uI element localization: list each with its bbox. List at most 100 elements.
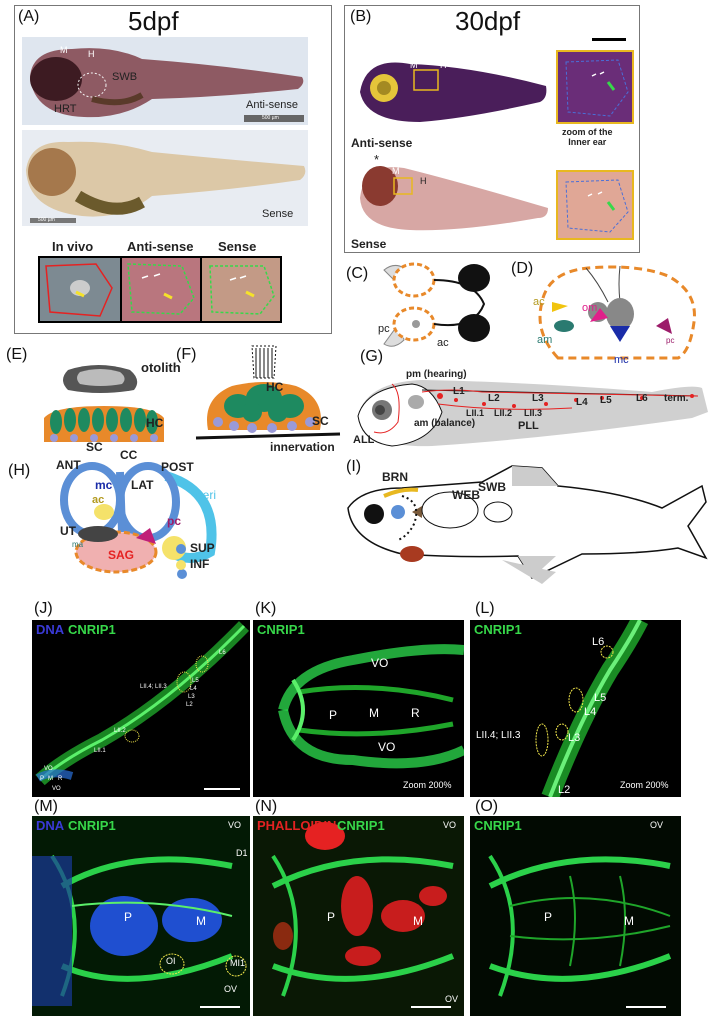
e-otolith-label: otolith <box>141 360 181 375</box>
h-cc: CC <box>120 448 138 462</box>
j-r: R <box>58 776 63 782</box>
n-stain-cnrip1: CNRIP1 <box>337 818 385 833</box>
o-m: M <box>624 914 634 928</box>
h-inf-swatch <box>176 560 186 570</box>
m-p: P <box>124 910 133 924</box>
j-scale-bar <box>204 788 240 790</box>
g-l3: L3 <box>532 393 544 404</box>
strip-sense-label: Sense <box>218 239 257 254</box>
g-all-label: ALL <box>353 434 375 446</box>
j-lii43: LII.4; LII.3 <box>140 684 167 690</box>
i-brn-label: BRN <box>382 470 408 484</box>
scale-bar-bottom-text: 500 µm <box>38 217 55 223</box>
panel-e-label: (E) <box>6 346 28 363</box>
fish-30dpf-sense-image: * M H <box>350 152 550 242</box>
m-stain-cnrip1: CNRIP1 <box>68 818 116 833</box>
m-scale-bar <box>200 1006 240 1008</box>
c-ac-label: ac <box>437 337 449 349</box>
n-ov: OV <box>445 994 459 1004</box>
k-m: M <box>369 706 379 720</box>
j-stain-cnrip1: CNRIP1 <box>68 622 116 637</box>
d-pc-label: pc <box>666 336 675 345</box>
h-pc: pc <box>167 514 182 528</box>
b-h-bottom: H <box>420 176 427 186</box>
l-l4: L4 <box>584 706 597 718</box>
strip-antisense-image <box>122 258 200 321</box>
panel-j-image: DNA CNRIP1 L6 L5 L4 L3 L2 LII.4; LII.3 L… <box>32 620 250 797</box>
j-m: M <box>48 776 53 782</box>
panel-d-label: (D) <box>511 260 534 277</box>
k-stain: CNRIP1 <box>257 622 305 637</box>
panel-i-diagram <box>347 465 708 584</box>
g-l5: L5 <box>600 395 612 406</box>
panel-h-label: (H) <box>8 462 31 479</box>
antisense-label: Anti-sense <box>246 99 298 111</box>
strip-antisense-label: Anti-sense <box>127 239 194 254</box>
panel-f-diagram <box>195 345 341 440</box>
j-vo1: VO <box>44 766 53 772</box>
k-zoom: Zoom 200% <box>403 780 452 790</box>
panel-b-label: (B) <box>350 8 372 25</box>
o-scale-bar <box>626 1006 666 1008</box>
c-pc-label: pc <box>378 323 390 335</box>
o-stain: CNRIP1 <box>474 818 522 833</box>
d-om-label: om <box>582 302 598 314</box>
zoom-caption: zoom of the Inner ear <box>562 127 613 147</box>
m-d1: D1 <box>236 848 248 858</box>
scale-bar-top-text: 500 µm <box>262 115 279 121</box>
scale-bar-top <box>244 115 304 122</box>
k-r: R <box>411 706 420 720</box>
panel-l-label: (L) <box>475 600 495 617</box>
o-p: P <box>544 910 553 924</box>
l-lii: LII.4; LII.3 <box>476 730 521 741</box>
zoom-inner-ear-sense <box>556 170 634 240</box>
l-stain: CNRIP1 <box>474 622 522 637</box>
panel-a-title: 5dpf <box>128 6 179 36</box>
fish-5dpf-antisense-image: M H HRT SWB Anti-sense 500 µm <box>22 37 308 125</box>
j-l4: L4 <box>190 686 197 692</box>
k-vo-top: VO <box>371 656 389 670</box>
panel-d-diagram <box>538 265 696 360</box>
n-p: P <box>327 910 336 924</box>
o-ov: OV <box>650 820 664 830</box>
g-pll-label: PLL <box>518 420 539 432</box>
panel-h-diagram <box>60 462 217 579</box>
panel-b-title: 30dpf <box>455 6 521 36</box>
panel-a-label: (A) <box>18 8 40 25</box>
j-l5: L5 <box>192 678 199 684</box>
h-ac: ac <box>92 494 105 506</box>
d-mc-label: mc <box>614 354 629 366</box>
n-m: M <box>413 914 423 928</box>
h-sag: SAG <box>108 548 135 562</box>
d-ac-label: ac <box>533 296 545 308</box>
panel-m-label: (M) <box>34 798 58 815</box>
d-am-label: am <box>537 334 553 346</box>
l-l2: L2 <box>558 784 571 796</box>
m-ov: OV <box>224 984 238 994</box>
j-lii1: LII.1 <box>94 748 106 754</box>
b-star-top: * <box>374 52 378 62</box>
j-vo2: VO <box>52 786 61 792</box>
panel-o-image: CNRIP1 OV P M <box>470 816 681 1016</box>
b-sense-label: Sense <box>351 237 387 251</box>
b-m-top: M <box>410 60 418 70</box>
k-p: P <box>329 708 338 722</box>
f-sc-label: SC <box>312 414 329 428</box>
m-m: M <box>196 914 206 928</box>
fish-30dpf-antisense-image: * M H <box>350 42 550 132</box>
g-l1: L1 <box>453 386 465 397</box>
g-l4: L4 <box>576 397 588 408</box>
l-l6: L6 <box>592 636 605 648</box>
fish-5dpf-sense-image: 500 µm Sense <box>22 130 308 226</box>
i-web-label: WEB <box>452 488 480 502</box>
panel-b-scale-bar <box>592 38 626 41</box>
g-am-label: am (balance) <box>414 418 476 429</box>
m-oi: OI <box>166 956 176 966</box>
h-sup-swatch <box>176 544 186 554</box>
label-swb: SWB <box>112 71 138 83</box>
n-stain-phalloidin: PHALLOIDIN <box>257 818 337 833</box>
panel-k-label: (K) <box>255 600 277 617</box>
k-vo-bottom: VO <box>378 740 396 754</box>
panel-m-image: DNA CNRIP1 VO D1 P M OI MI1 OV <box>32 816 250 1016</box>
h-ut: UT <box>60 524 76 538</box>
